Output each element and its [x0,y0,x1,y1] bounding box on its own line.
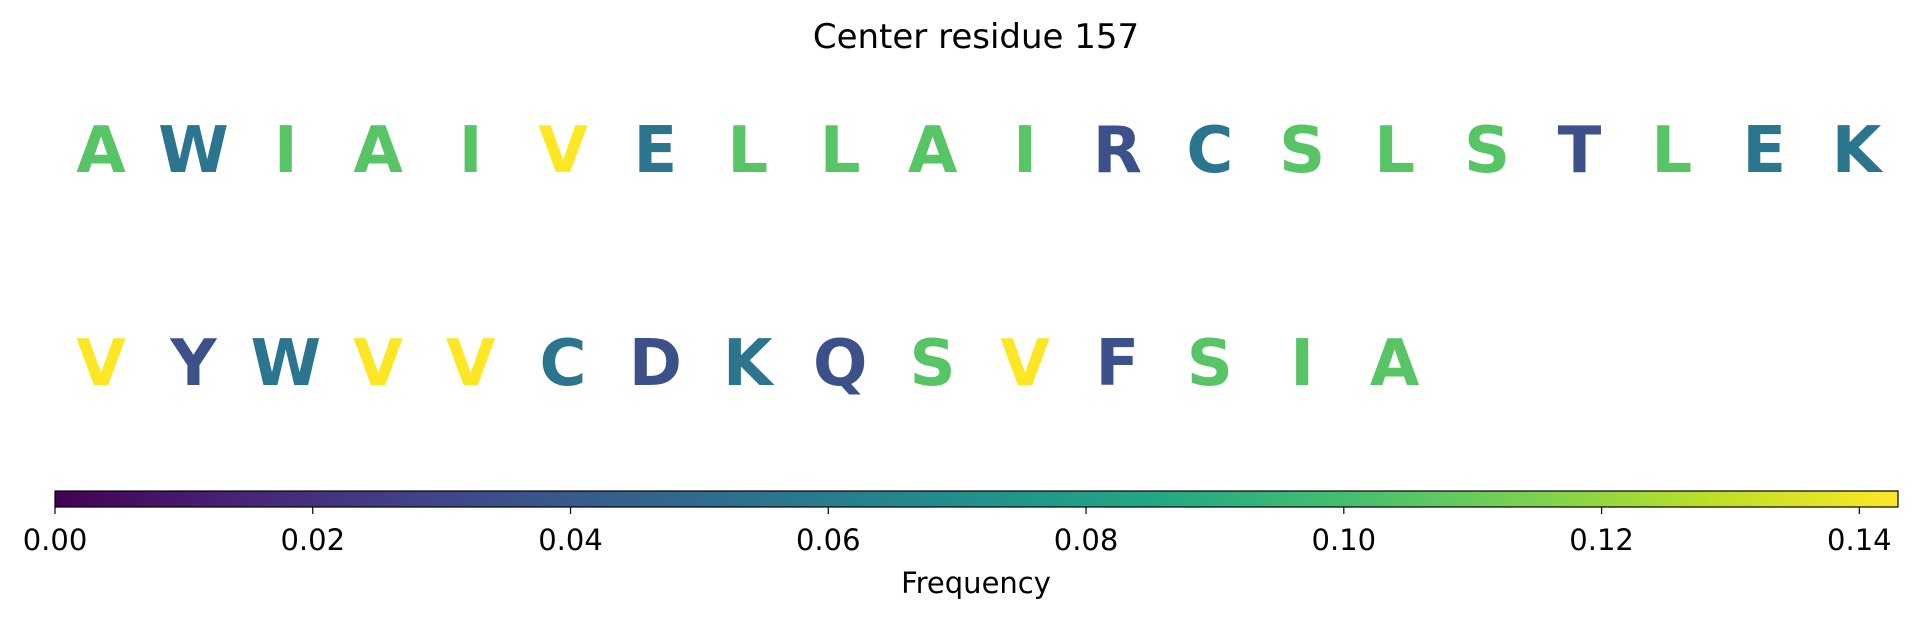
residue-letter: F [1096,327,1140,401]
residue-letter: R [1093,114,1142,188]
residue-letter: V [446,327,496,401]
colorbar-tick-label: 0.10 [1312,523,1377,557]
residue-letter: Q [813,327,867,401]
residue-letter: V [1000,327,1050,401]
colorbar-tick-label: 0.08 [1054,523,1119,557]
residue-letter: S [910,327,956,401]
residue-letter: S [1187,327,1233,401]
residue-letter: L [1651,114,1692,188]
residue-letter: K [723,327,775,401]
residue-letter: K [1832,114,1884,188]
colorbar-tick-label: 0.14 [1827,523,1892,557]
colorbar-tick-label: 0.00 [23,523,88,557]
chart-title: Center residue 157 [813,17,1139,57]
residue-letter: I [274,114,298,188]
residue-letter: W [251,327,322,401]
residue-letter: I [1013,114,1037,188]
residue-letter: A [908,114,958,188]
residue-letter: V [538,114,588,188]
residue-letter: T [1558,114,1602,188]
colorbar-tick-label: 0.12 [1569,523,1634,557]
residue-letter: S [1464,114,1510,188]
residue-letter: L [727,114,768,188]
residue-letter: S [1279,114,1325,188]
residue-letter: I [1290,327,1314,401]
colorbar-tick-label: 0.02 [280,523,345,557]
colorbar-tick-label: 0.04 [538,523,603,557]
residue-letter: L [820,114,861,188]
residue-letter: I [459,114,483,188]
residue-letter: C [1186,114,1233,188]
residue-letter: L [1374,114,1415,188]
residue-letter: E [634,114,678,188]
residue-letter: A [1370,327,1420,401]
residue-letter: A [353,114,403,188]
colorbar-label: Frequency [901,566,1051,600]
colorbar [54,490,1899,508]
residue-letter: C [540,327,587,401]
residue-letter: W [158,114,229,188]
colorbar-tick-label: 0.06 [796,523,861,557]
residue-letter: A [76,114,126,188]
residue-letter: V [353,327,403,401]
colorbar-ticks: 0.00 0.02 0.04 0.06 0.08 0.10 0.12 0.14 [23,507,1892,557]
residue-letter: D [629,327,682,401]
residue-letter: Y [169,327,217,401]
residue-letter: V [76,327,126,401]
residue-letter: E [1742,114,1786,188]
